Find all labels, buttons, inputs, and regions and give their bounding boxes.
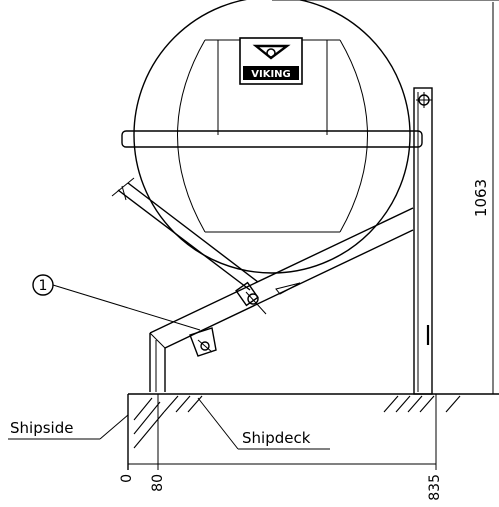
lashing-strap — [111, 177, 267, 315]
callout-1: 1 — [32, 274, 201, 331]
shipdeck-leader — [197, 397, 239, 450]
cradle-beam — [149, 207, 414, 349]
liferaft-container — [121, 0, 423, 274]
viking-logo: VIKING — [239, 37, 303, 85]
strap-edge-b — [127, 182, 259, 283]
release-pin-icon — [247, 293, 259, 305]
callout-leader — [52, 284, 201, 331]
logo-text: VIKING — [251, 69, 291, 80]
bottom-dimensions: 0 80 835 — [119, 463, 443, 501]
logo-emblem-ring — [266, 48, 276, 58]
offset-dimension-label: 80 — [150, 474, 166, 492]
origin-dimension-label: 0 — [119, 474, 135, 483]
container-outer-circle — [133, 0, 411, 274]
height-dimension: 1063 — [272, 0, 499, 394]
deck-hatching — [133, 395, 461, 449]
callout-number: 1 — [39, 278, 48, 294]
strap-edge-a — [117, 189, 251, 291]
height-dimension-label: 1063 — [472, 179, 490, 217]
container-band — [121, 130, 423, 148]
release-cross — [245, 291, 267, 315]
left-support-leg — [149, 327, 217, 392]
ship-deck — [127, 393, 499, 470]
shipside-label-group: Shipside — [8, 414, 129, 440]
beam-top-edge — [149, 207, 414, 334]
container-inner-right — [339, 39, 368, 233]
width-dimension-label: 835 — [427, 474, 443, 501]
shipdeck-label-group: Shipdeck — [197, 397, 330, 450]
strap-end-cross — [111, 177, 135, 197]
logo-text-bar — [243, 66, 299, 80]
beam-end — [149, 332, 166, 349]
bracket-bolt-icon — [200, 341, 210, 351]
logo-emblem-icon — [252, 44, 291, 60]
shipdeck-label: Shipdeck — [242, 429, 311, 447]
beam-stopper — [275, 282, 301, 295]
shipside-leader — [99, 414, 129, 440]
container-inner-left — [177, 39, 206, 233]
vertical-post — [413, 87, 433, 395]
leg-bracket — [189, 327, 217, 357]
post-outline — [413, 87, 433, 395]
shipside-label: Shipside — [10, 419, 73, 437]
strap-end-mark — [121, 185, 127, 201]
release-unit — [235, 281, 259, 307]
bracket-bolt-cross — [197, 339, 213, 353]
